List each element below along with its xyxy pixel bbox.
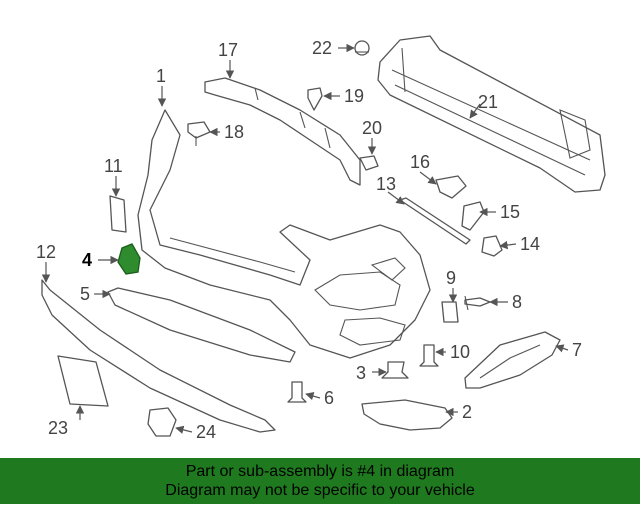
callout-labels: 1 2 3 4 5 6 7 8 9 10 11 12 13 14 15 16 1… [36,38,582,442]
callout-6[interactable]: 6 [324,388,334,408]
part-20-bolt[interactable] [359,155,379,171]
part-19-bolt[interactable] [307,87,323,111]
part-22-nut[interactable] [354,40,370,56]
part-11-side-bracket[interactable] [109,195,127,233]
part-9-clip-nut[interactable] [441,301,459,323]
part-21-reinforcement-beam[interactable] [377,35,606,193]
part-6-push-pin[interactable] [287,381,307,403]
banner-line-1: Part or sub-assembly is #4 in diagram [185,463,455,480]
part-5-lower-shield[interactable] [107,287,296,363]
callout-3[interactable]: 3 [356,363,366,383]
callout-8[interactable]: 8 [512,292,522,312]
part-12-lower-valance[interactable] [41,279,276,433]
exploded-parts-diagram: 1 2 3 4 5 6 7 8 9 10 11 12 13 14 15 16 1… [36,35,606,442]
callout-23[interactable]: 23 [48,418,68,438]
callout-2[interactable]: 2 [462,402,472,422]
part-24-clip[interactable] [147,407,177,437]
part-4-bracket-highlighted[interactable] [117,243,141,275]
callout-16[interactable]: 16 [410,152,430,172]
callout-24[interactable]: 24 [196,422,216,442]
part-17-upper-bracket[interactable] [204,77,361,186]
callout-14[interactable]: 14 [520,234,540,254]
callout-12[interactable]: 12 [36,242,56,262]
callout-7[interactable]: 7 [572,340,582,360]
callout-11[interactable]: 11 [104,156,123,176]
callout-4[interactable]: 4 [82,250,92,270]
callout-10[interactable]: 10 [450,342,470,362]
callout-9[interactable]: 9 [446,268,456,288]
part-10-screw[interactable] [419,344,439,367]
callout-15[interactable]: 15 [500,202,520,222]
callout-19[interactable]: 19 [344,86,364,106]
leader-lines [41,43,569,434]
banner-line-2: Diagram may not be specific to your vehi… [165,482,475,499]
callout-22[interactable]: 22 [312,38,332,58]
part-8-bolt[interactable] [464,295,491,311]
callout-13[interactable]: 13 [376,174,396,194]
part-1-bumper-cover[interactable] [137,109,431,359]
callout-18[interactable]: 18 [224,122,244,142]
part-3-retainer[interactable] [381,361,409,379]
callout-17[interactable]: 17 [218,40,238,60]
callout-21[interactable]: 21 [478,92,498,112]
part-2-fog-lamp-bezel[interactable] [361,399,453,431]
part-14-bolt[interactable] [481,235,503,257]
part-23-license-bracket[interactable] [57,355,109,407]
part-13-strip[interactable] [399,197,471,245]
callout-20[interactable]: 20 [362,118,382,138]
part-16-bracket[interactable] [435,175,467,199]
callout-1[interactable]: 1 [156,66,166,86]
callout-5[interactable]: 5 [80,284,90,304]
part-18-nut[interactable] [187,121,211,146]
part-15-bracket[interactable] [461,201,485,231]
part-4-shape [117,243,141,275]
part-7-side-trim[interactable] [464,331,561,389]
info-banner: Part or sub-assembly is #4 in diagram Di… [0,458,640,504]
